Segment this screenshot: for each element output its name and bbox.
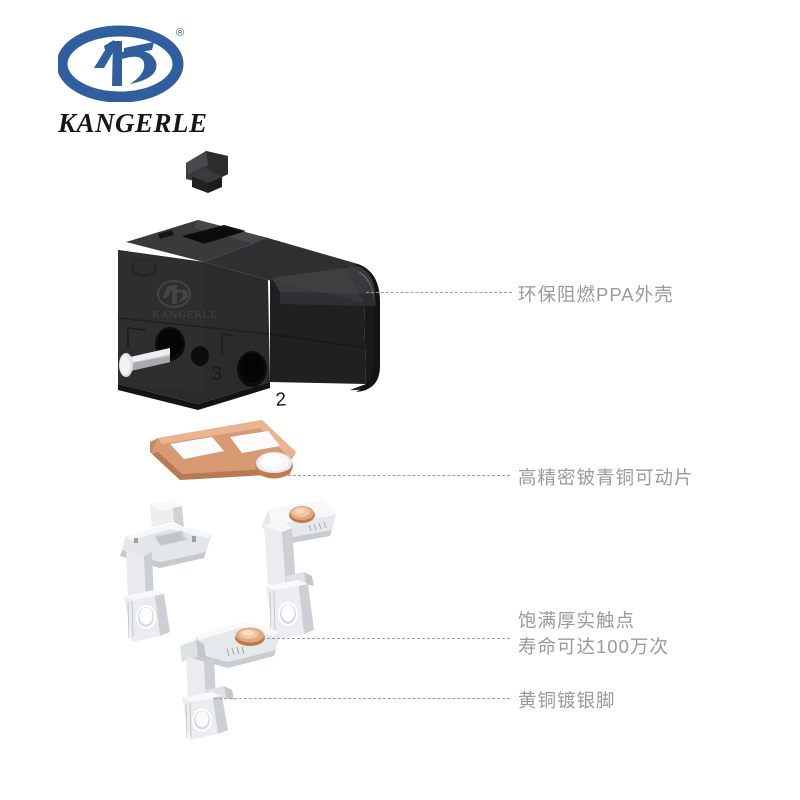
callout-housing-line-1: 环保阻燃PPA外壳 [518, 284, 674, 305]
brand-logo: ® KANGERLE [58, 22, 278, 142]
terminal-left-part [120, 500, 240, 645]
terminal-bottom-part [170, 612, 290, 740]
svg-text:KANGERLE: KANGERLE [152, 309, 218, 321]
callout-contacts-label: 饱满厚实触点 寿命可达100万次 [518, 608, 669, 661]
plunger-cap-part [178, 143, 240, 198]
callout-contacts-line-1: 饱满厚实触点 [518, 610, 636, 631]
terminal-right-part [252, 498, 362, 648]
callout-housing-label: 环保阻燃PPA外壳 [518, 282, 674, 308]
leader-line-terminals [214, 698, 510, 699]
leader-line-contacts [262, 638, 510, 639]
callout-movable-piece-label: 高精密铍青铜可动片 [518, 465, 694, 491]
movable-piece-part [150, 418, 310, 500]
callout-contacts-line-2: 寿命可达100万次 [518, 636, 669, 658]
svg-text:3: 3 [211, 363, 223, 385]
leader-line-housing [366, 292, 512, 293]
brand-wordmark: KANGERLE [58, 108, 208, 138]
callout-movable-piece-line-1: 高精密铍青铜可动片 [518, 467, 694, 488]
callout-terminals-line-1: 黄铜镀银脚 [518, 690, 616, 711]
logo-mark-icon: ® [58, 22, 193, 102]
ppa-housing-part: KANGERLE 3 2 [112, 206, 394, 418]
svg-text:2: 2 [275, 389, 287, 411]
callout-terminals-label: 黄铜镀银脚 [518, 688, 616, 714]
leader-line-movable-piece [288, 475, 510, 476]
registered-trademark-symbol: ® [176, 27, 185, 39]
